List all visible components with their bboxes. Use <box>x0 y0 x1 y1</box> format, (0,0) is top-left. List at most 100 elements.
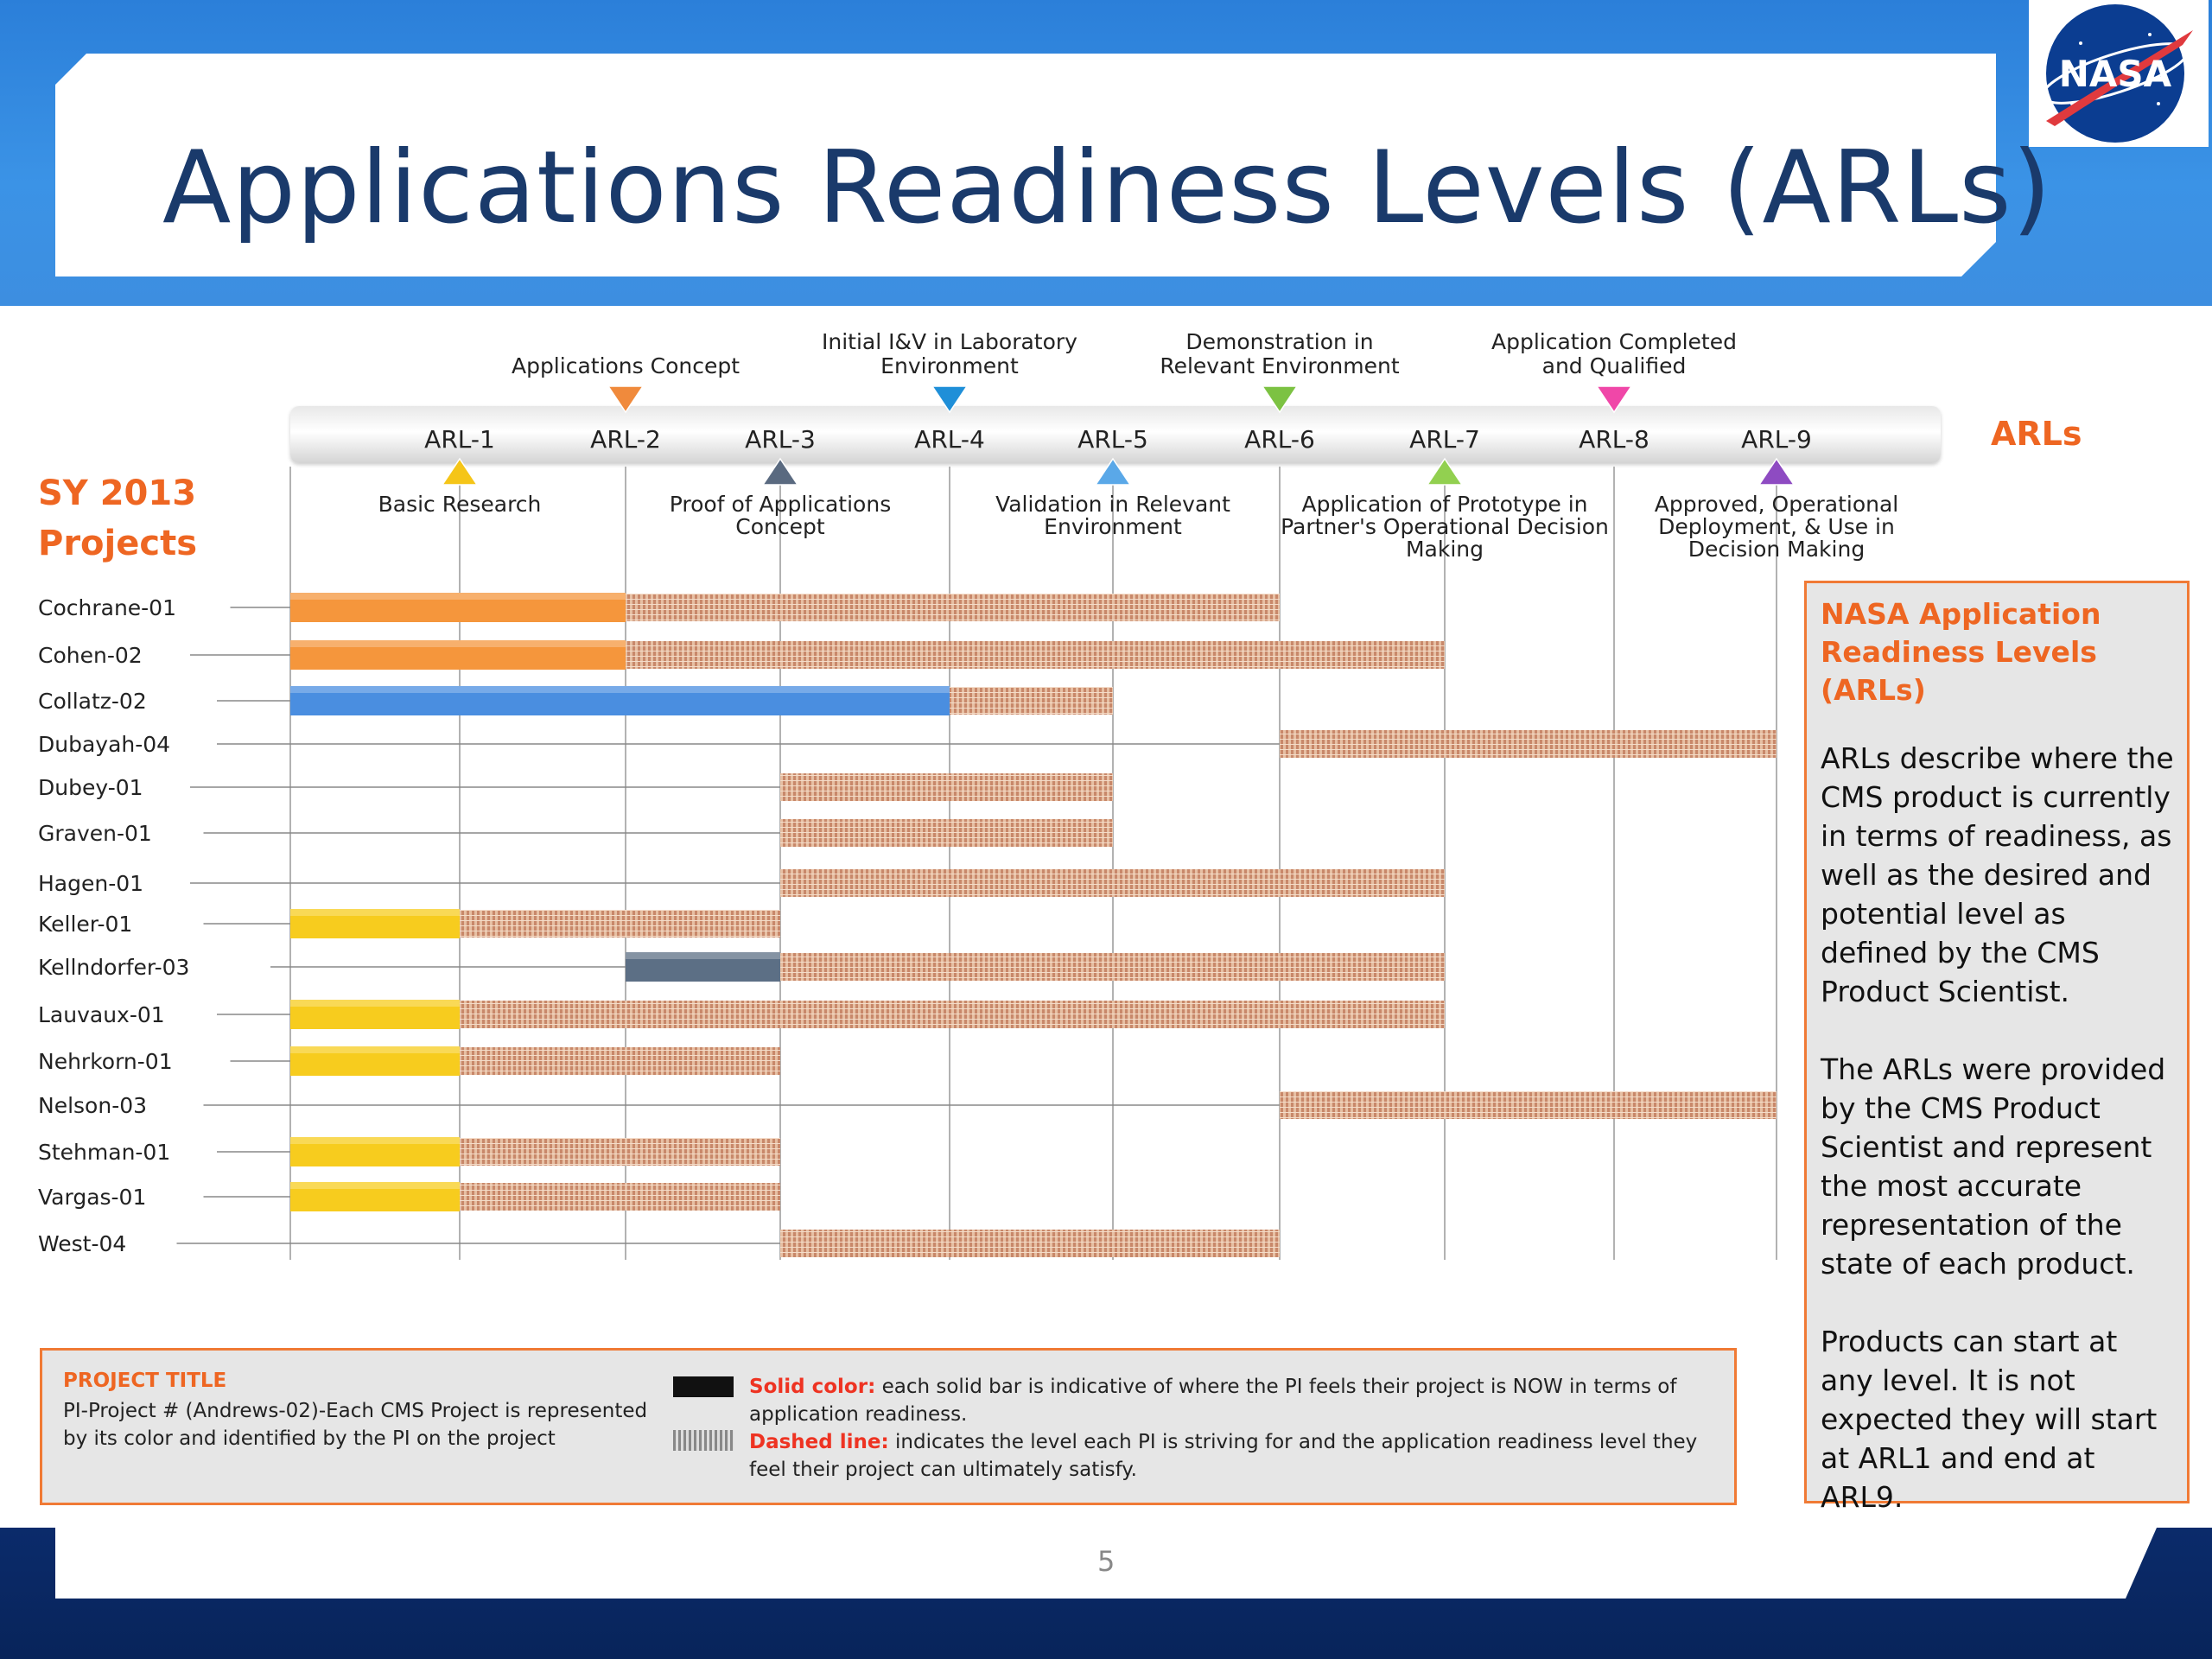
arl-level-label: ARL-7 <box>1409 425 1480 454</box>
legend-dashed-text: indicates the level each PI is striving … <box>749 1431 1698 1481</box>
current-level-bar <box>290 686 950 715</box>
info-paragraph-2: The ARLs were provided by the CMS Produc… <box>1821 1052 2166 1281</box>
project-name: Nehrkorn-01 <box>38 1049 173 1074</box>
arl-description-line: Application Completed <box>1491 329 1737 354</box>
legend-box: PROJECT TITLE PI-Project # (Andrews-02)-… <box>40 1348 1737 1505</box>
arl-description-line: Partner's Operational Decision <box>1281 514 1609 539</box>
project-name: Nelson-03 <box>38 1093 147 1118</box>
arl-level-label: ARL-3 <box>745 425 816 454</box>
slide-title: Applications Readiness Levels (ARLs) <box>162 130 2052 246</box>
project-rows: Cochrane-01Cohen-02Collatz-02Dubayah-04D… <box>38 593 1777 1257</box>
arl-marker-up-3 <box>761 457 799 486</box>
legend-dashed-key: Dashed line: <box>749 1431 889 1453</box>
arl-level-label: ARL-2 <box>590 425 661 454</box>
arl-description-line: Validation in Relevant <box>995 492 1230 517</box>
info-paragraph-1: ARLs describe where the CMS product is c… <box>1821 741 2174 1008</box>
arl-description-line: Application of Prototype in <box>1301 492 1587 517</box>
target-level-bar <box>780 1230 1280 1257</box>
target-level-bar <box>1280 1091 1777 1119</box>
target-level-bar <box>626 594 1280 621</box>
arl-level-label: ARL-4 <box>914 425 985 454</box>
arl-description-line: Approved, Operational <box>1655 492 1898 517</box>
arl-marker-down-6 <box>1261 385 1299 414</box>
arl-description-line: and Qualified <box>1542 353 1687 378</box>
arl-description-line: Relevant Environment <box>1160 353 1399 378</box>
current-level-bar-highlight <box>290 909 460 916</box>
project-name: Stehman-01 <box>38 1140 170 1165</box>
legend-solid-entry: Solid color: each solid bar is indicativ… <box>749 1373 1726 1428</box>
info-box: NASA Application Readiness Levels (ARLs)… <box>1804 581 2190 1514</box>
arl-description-line: Demonstration in <box>1185 329 1373 354</box>
current-level-bar <box>290 1137 460 1166</box>
arl-marker-up-9 <box>1758 457 1796 486</box>
arl-level-label: ARL-1 <box>424 425 495 454</box>
arl-description-line: Basic Research <box>378 492 542 517</box>
info-paragraph-3: Products can start at any level. It is n… <box>1821 1325 2158 1514</box>
project-name: Dubey-01 <box>38 775 143 800</box>
project-name: Graven-01 <box>38 821 152 846</box>
page-number: 5 <box>1097 1545 1116 1578</box>
legend-dashed-entry: Dashed line: indicates the level each PI… <box>749 1428 1726 1484</box>
current-level-bar <box>290 1182 460 1211</box>
current-level-bar-highlight <box>290 1000 460 1007</box>
legend-dashed-swatch <box>673 1430 734 1451</box>
target-level-bar <box>460 1047 780 1075</box>
target-level-bar <box>780 953 1445 981</box>
arl-scale-bar <box>290 406 1941 463</box>
projects-heading: SY 2013 Projects <box>38 468 197 569</box>
current-level-bar <box>290 1000 460 1029</box>
target-level-bar <box>460 1183 780 1211</box>
legend-title: PROJECT TITLE <box>63 1370 227 1392</box>
target-level-bar <box>950 687 1113 715</box>
project-name: Collatz-02 <box>38 689 147 714</box>
arl-marker-down-2 <box>607 385 645 414</box>
target-level-bar <box>780 819 1113 847</box>
projects-heading-line1: SY 2013 <box>38 474 197 513</box>
arl-chart: Cochrane-01Cohen-02Collatz-02Dubayah-04D… <box>38 329 1899 1260</box>
current-level-bar-highlight <box>626 952 780 959</box>
arl-axis: ARL-1 ARL-2 ARL-3 ARL-4 ARL-5 ARL-6 ARL-7 ARL-8… <box>378 329 1899 562</box>
current-level-bar <box>626 952 780 982</box>
legend-description: PI-Project # (Andrews-02)-Each CMS Proje… <box>63 1400 648 1450</box>
target-level-bar <box>460 910 780 938</box>
project-name: Keller-01 <box>38 912 132 937</box>
project-name: Cochrane-01 <box>38 595 176 620</box>
target-level-bar <box>626 641 1445 669</box>
arl-level-label: ARL-8 <box>1579 425 1649 454</box>
project-name: Hagen-01 <box>38 871 143 896</box>
nasa-logo-icon: NASA <box>2041 4 2193 143</box>
current-level-bar <box>290 909 460 938</box>
info-title-line2: Readiness Levels (ARLs) <box>1821 635 2097 707</box>
project-name: Lauvaux-01 <box>38 1002 165 1027</box>
arl-marker-down-4 <box>931 385 969 414</box>
arl-description-line: Initial I&V in Laboratory <box>822 329 1077 354</box>
arl-description-line: Applications Concept <box>512 353 740 378</box>
current-level-bar <box>290 593 626 622</box>
arls-axis-label: ARLs <box>1991 415 2082 453</box>
arl-level-label: ARL-6 <box>1244 425 1315 454</box>
current-level-bar-highlight <box>290 1182 460 1189</box>
project-name: Vargas-01 <box>38 1185 146 1210</box>
current-level-bar-highlight <box>290 1046 460 1053</box>
current-level-bar-highlight <box>290 593 626 600</box>
arl-level-label: ARL-5 <box>1077 425 1148 454</box>
project-name: West-04 <box>38 1231 126 1256</box>
title-panel <box>55 54 1996 276</box>
footer-panel <box>55 1528 2157 1599</box>
projects-heading-line2: Projects <box>38 524 198 563</box>
arl-marker-up-1 <box>441 457 479 486</box>
arl-description-line: Environment <box>880 353 1019 378</box>
legend-solid-text: each solid bar is indicative of where th… <box>749 1376 1677 1426</box>
info-title: NASA Application Readiness Levels (ARLs) <box>1821 595 2178 709</box>
info-title-line1: NASA Application <box>1821 597 2101 631</box>
arl-description-line: Deployment, & Use in <box>1658 514 1895 539</box>
target-level-bar <box>780 773 1113 801</box>
arl-marker-down-8 <box>1595 385 1633 414</box>
legend-solid-key: Solid color: <box>749 1376 876 1398</box>
project-name: Kellndorfer-03 <box>38 955 189 980</box>
current-level-bar-highlight <box>290 640 626 647</box>
target-level-bar <box>460 1138 780 1166</box>
target-level-bar <box>1280 730 1777 758</box>
current-level-bar-highlight <box>290 686 950 693</box>
nasa-logo: NASA <box>2029 0 2209 147</box>
